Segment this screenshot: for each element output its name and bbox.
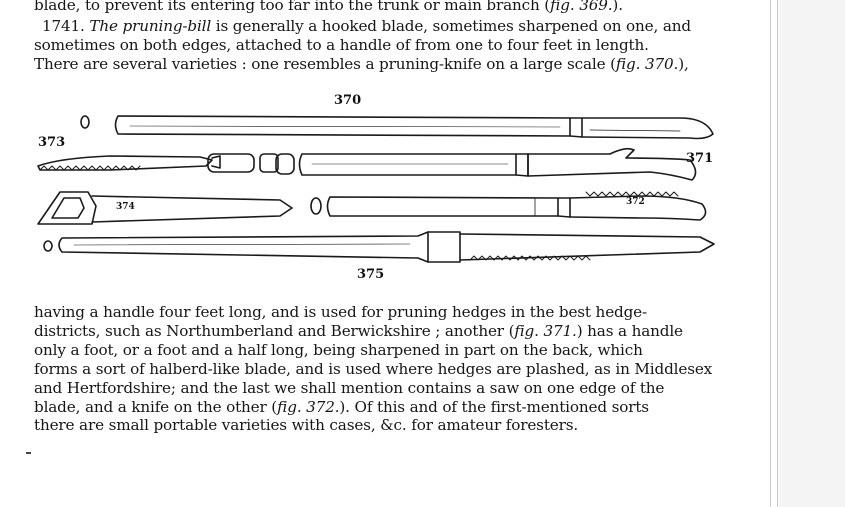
- pruning-bills-engraving: 370 373 371 374 372 375: [30, 93, 730, 286]
- ferrule-375: [427, 231, 461, 263]
- figure-label-374: 374: [116, 202, 135, 212]
- tool-374-hand-saw: [37, 191, 293, 225]
- tool-370-long-pruning-bill: [80, 115, 714, 140]
- saw-teeth-373: [39, 165, 141, 171]
- stray-ink-mark: [26, 452, 31, 454]
- handle-grain-370: [129, 125, 561, 128]
- text-segment: and Hertfordshire; and the last we shall…: [34, 379, 665, 397]
- figure-label-373: 373: [38, 135, 66, 150]
- text-segment: ). Of this and of the first-mentioned so…: [339, 398, 649, 416]
- figure-reference: fig. 371.: [514, 322, 577, 340]
- text-line-bottom-5: and Hertfordshire; and the last we shall…: [34, 379, 724, 397]
- ring-hole-370: [80, 115, 90, 129]
- text-line-top-2: 1741. The pruning-bill is generally a ho…: [42, 17, 732, 35]
- italic-term: The pruning-bill: [89, 17, 212, 35]
- figure-reference: fig. 369.: [550, 0, 613, 14]
- tool-372-saw-knife-bill: [310, 191, 707, 221]
- ferrule-371: [515, 153, 529, 177]
- handle-372: [326, 196, 559, 217]
- figure-label-370: 370: [334, 93, 362, 108]
- tool-373-pruning-saw: [37, 153, 279, 173]
- handle-371: [298, 153, 517, 176]
- text-segment: There are several varieties : one resemb…: [34, 55, 616, 73]
- text-line-bottom-1: having a handle four feet long, and is u…: [34, 303, 724, 321]
- page-divider-line: [777, 0, 778, 507]
- ring-371: [275, 153, 295, 175]
- figure-reference: fig. 372.: [277, 398, 340, 416]
- text-segment: only a foot, or a foot and a half long, …: [34, 341, 643, 359]
- figure-label-375: 375: [357, 267, 385, 282]
- saw-blade-374: [91, 195, 293, 223]
- ring-375: [43, 240, 53, 252]
- text-line-top-1: blade, to prevent its entering too far i…: [34, 0, 724, 14]
- text-segment: having a handle four feet long, and is u…: [34, 303, 647, 321]
- saw-ferrule-373: [211, 155, 221, 169]
- blade-370: [581, 117, 714, 140]
- saw-handle-373: [207, 153, 255, 173]
- text-line-top-3: sometimes on both edges, attached to a h…: [34, 36, 724, 54]
- tool-371-halberd-bill: [275, 147, 697, 181]
- figure-label-372: 372: [626, 197, 645, 207]
- saw-handle-374: [37, 191, 97, 225]
- figure-label-371: 371: [686, 151, 714, 166]
- text-segment: there are small portable varieties with …: [34, 416, 579, 434]
- saw-handle-grip-374: [51, 197, 85, 219]
- text-line-bottom-7: there are small portable varieties with …: [34, 416, 724, 434]
- saw-blade-373: [37, 155, 213, 171]
- figure-reference: fig. 370.: [615, 55, 679, 73]
- text-segment: blade, and a knife on the other (: [34, 398, 278, 416]
- text-line-bottom-3: only a foot, or a foot and a half long, …: [34, 341, 724, 359]
- blade-edge-370: [589, 129, 681, 132]
- paragraph-number: 1741.: [42, 17, 90, 35]
- ferrule-370: [569, 117, 583, 138]
- text-segment: is generally a hooked blade, sometimes s…: [211, 17, 691, 35]
- text-segment: ),: [678, 55, 689, 73]
- text-line-bottom-4: forms a sort of halberd-like blade, and …: [34, 360, 724, 378]
- handle-370: [114, 115, 571, 137]
- blade-372: [569, 195, 707, 221]
- saw-teeth-375: [469, 255, 591, 261]
- ring-372: [310, 197, 322, 215]
- text-line-bottom-2: districts, such as Northumberland and Be…: [34, 322, 724, 340]
- tool-375-long-saw: [43, 231, 715, 263]
- text-line-top-4: There are several varieties : one resemb…: [34, 55, 724, 73]
- right-gutter: [779, 0, 845, 507]
- engraving-svg: [37, 115, 715, 263]
- text-segment: forms a sort of halberd-like blade, and …: [34, 360, 713, 378]
- text-segment: ) has a handle: [576, 322, 683, 340]
- ferrule-372: [557, 197, 571, 218]
- saw-teeth-372: [585, 191, 679, 197]
- text-segment: districts, such as Northumberland and Be…: [34, 322, 515, 340]
- page-divider-line: [770, 0, 771, 507]
- saw-knob-373: [259, 153, 279, 173]
- text-segment: blade, to prevent its entering too far i…: [34, 0, 551, 14]
- handle-grain-375: [73, 243, 411, 246]
- blade-371: [527, 147, 697, 181]
- text-segment: ).: [612, 0, 623, 14]
- saw-blade-375: [459, 233, 715, 261]
- text-line-bottom-6: blade, and a knife on the other (fig. 37…: [34, 398, 724, 416]
- text-segment: sometimes on both edges, attached to a h…: [34, 36, 649, 54]
- handle-375: [58, 231, 429, 263]
